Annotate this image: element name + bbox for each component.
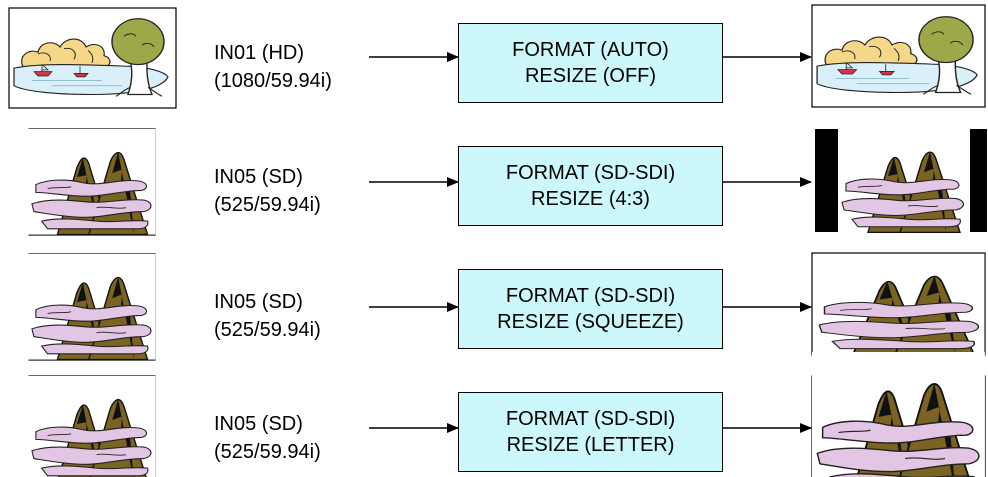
process-resize-row4: RESIZE (LETTER) xyxy=(506,434,675,456)
landscape-hd-icon xyxy=(11,9,173,106)
input-label-row3-line1: IN05 (SD) xyxy=(214,291,303,313)
mountains-squeeze-icon xyxy=(813,253,986,356)
mountains-pillarbox-icon xyxy=(837,128,969,234)
landscape-hd-output-icon xyxy=(814,7,983,104)
mountains-sd-icon xyxy=(27,128,157,236)
process-resize-row3: RESIZE (SQUEEZE) xyxy=(497,311,684,333)
input-label-row2-line1: IN05 (SD) xyxy=(214,166,303,188)
process-format-row4: FORMAT (SD-SDI) xyxy=(505,408,676,430)
process-resize-row2: RESIZE (4:3) xyxy=(531,188,650,210)
process-format-row3: FORMAT (SD-SDI) xyxy=(505,285,676,307)
mountains-sd-icon xyxy=(27,253,157,361)
input-label-row3-line2: (525/59.94i) xyxy=(214,319,321,341)
input-label-row4-line1: IN05 (SD) xyxy=(214,413,303,435)
process-format-row2: FORMAT (SD-SDI) xyxy=(505,162,676,184)
process-box-row2: FORMAT (SD-SDI) RESIZE (4:3) xyxy=(458,146,723,226)
mountains-letter-icon xyxy=(811,351,986,477)
input-label-row1-line1: IN01 (HD) xyxy=(214,42,305,64)
process-box-row3: FORMAT (SD-SDI) RESIZE (SQUEEZE) xyxy=(458,269,723,349)
process-format-row1: FORMAT (AUTO) xyxy=(512,39,669,61)
process-resize-row1: RESIZE (OFF) xyxy=(524,65,657,87)
input-label-row2-line2: (525/59.94i) xyxy=(214,194,321,216)
input-label-row4-line2: (525/59.94i) xyxy=(214,441,321,463)
process-box-row4: FORMAT (SD-SDI) RESIZE (LETTER) xyxy=(458,392,723,472)
input-label-row1-line2: (1080/59.94i) xyxy=(214,70,332,92)
mountains-sd-icon xyxy=(27,375,157,477)
process-box-row1: FORMAT (AUTO) RESIZE (OFF) xyxy=(458,23,723,103)
